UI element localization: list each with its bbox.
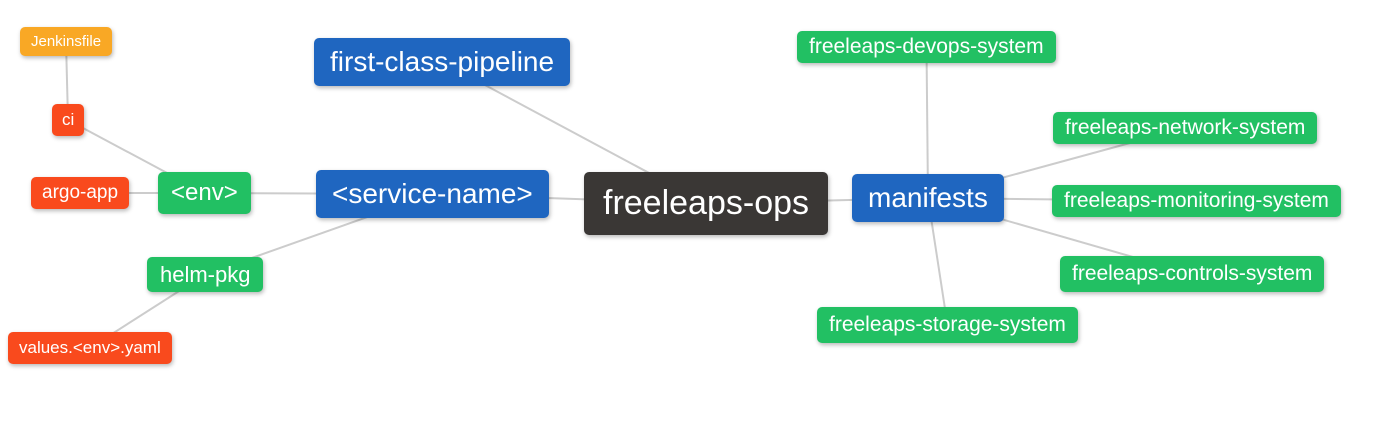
node-jenkinsfile[interactable]: Jenkinsfile [20,27,113,57]
node-freeleaps-storage-system[interactable]: freeleaps-storage-system [817,307,1078,344]
node-manifests[interactable]: manifests [852,174,1004,223]
node-first-class-pipeline[interactable]: first-class-pipeline [314,38,571,87]
edge-manifests-devops_system [925,46,929,199]
node-freeleaps-controls-system[interactable]: freeleaps-controls-system [1060,256,1325,293]
node-freeleaps-monitoring-system[interactable]: freeleaps-monitoring-system [1052,185,1341,218]
node-service-name[interactable]: <service-name> [316,170,549,219]
node-values-env-yaml[interactable]: values.<env>.yaml [8,332,172,364]
node-helm-pkg[interactable]: helm-pkg [147,257,264,293]
node-argo-app[interactable]: argo-app [31,177,130,209]
node-ci[interactable]: ci [52,104,85,136]
node-freeleaps-devops-system[interactable]: freeleaps-devops-system [797,31,1056,64]
node-env[interactable]: <env> [158,172,251,214]
node-freeleaps-network-system[interactable]: freeleaps-network-system [1053,112,1318,145]
node-freeleaps-ops-root[interactable]: freeleaps-ops [584,172,829,236]
